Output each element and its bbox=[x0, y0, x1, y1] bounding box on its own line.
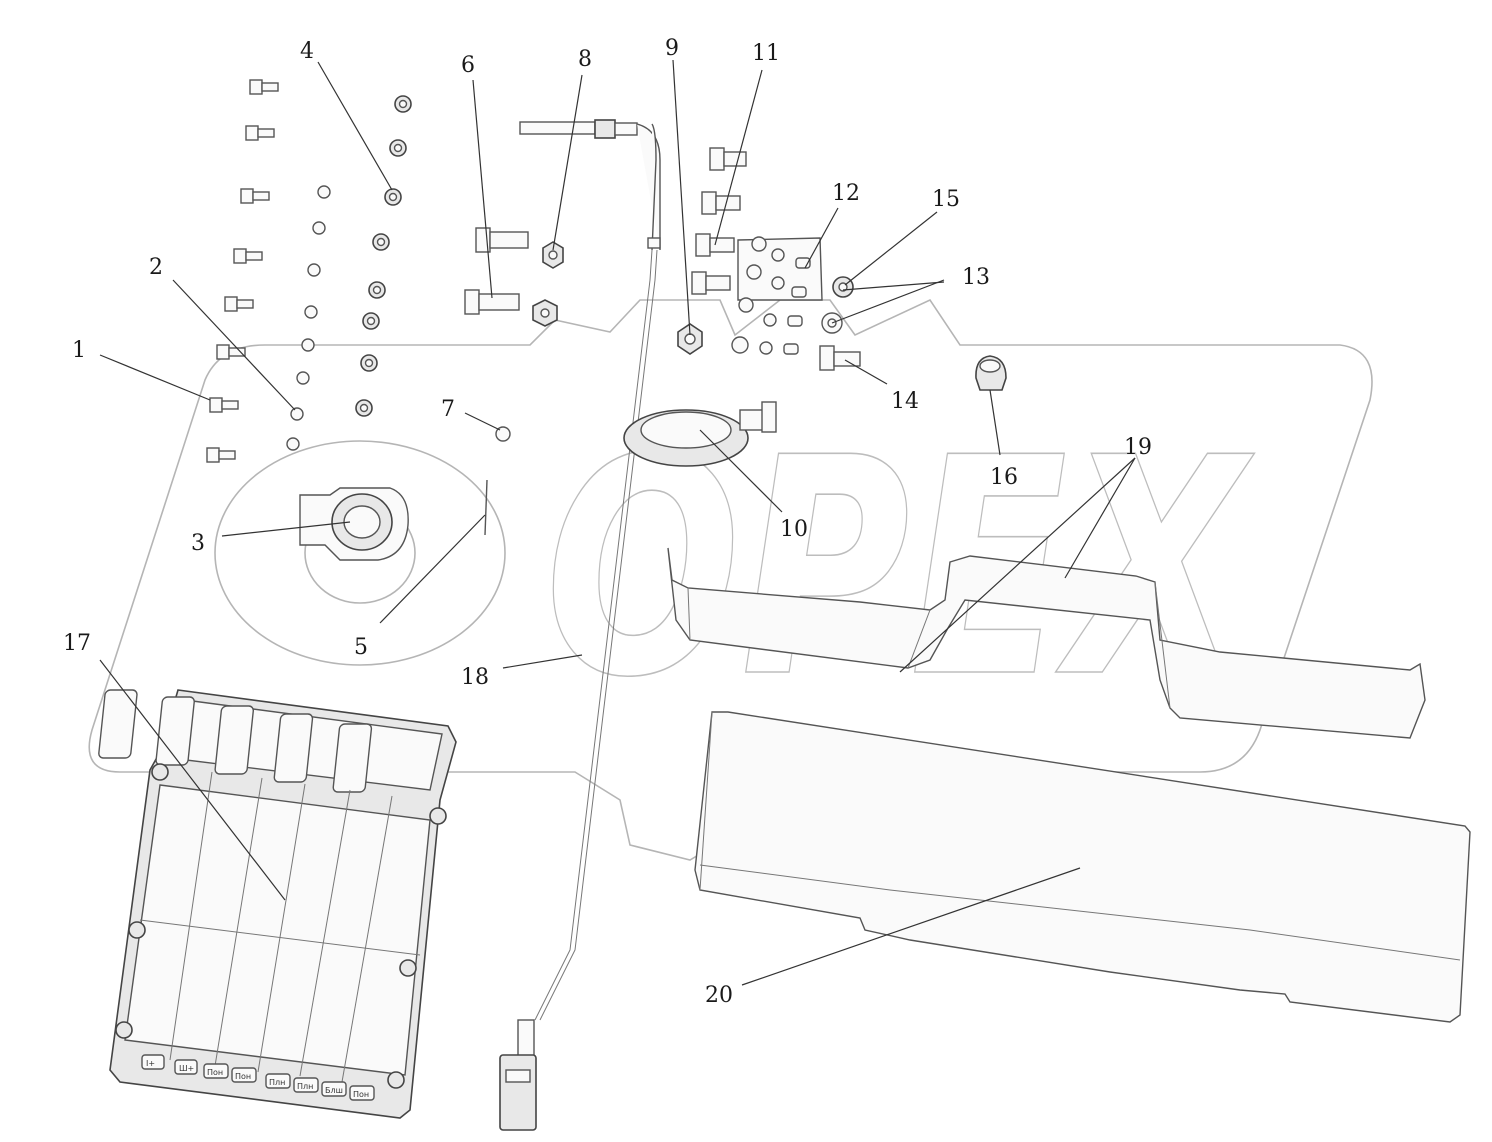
bolt bbox=[206, 447, 236, 463]
callout-7: 7 bbox=[441, 397, 455, 422]
callout-3: 3 bbox=[191, 531, 205, 556]
ecu-button-label: Блш bbox=[325, 1086, 343, 1095]
callout-6: 6 bbox=[461, 53, 475, 78]
callout-5: 5 bbox=[354, 635, 368, 660]
ecu-button-label: Плн bbox=[297, 1082, 313, 1091]
ecu-button-label: Плн bbox=[269, 1078, 285, 1087]
bolt bbox=[209, 397, 239, 413]
callout-13: 13 bbox=[962, 265, 990, 290]
cover-20 bbox=[694, 711, 1471, 1023]
bolt bbox=[245, 125, 275, 141]
ecu-button-label: Ш+ bbox=[179, 1064, 194, 1073]
bracket-19 bbox=[667, 547, 1426, 739]
ecu-17: I+ Ш+ Пон Пон Плн Плн Блш Пон bbox=[98, 689, 457, 1119]
bolt bbox=[216, 344, 246, 360]
bolt-group-left bbox=[206, 79, 279, 463]
callout-10: 10 bbox=[780, 517, 808, 542]
callout-16: 16 bbox=[990, 465, 1018, 490]
nut-9 bbox=[677, 323, 703, 355]
ecu-button-strip: I+ Ш+ Пон Пон Плн Плн Блш Пон bbox=[141, 1054, 375, 1101]
callout-labels: 1 2 3 4 5 6 7 8 9 10 11 12 13 14 15 16 1… bbox=[63, 36, 1152, 1008]
sensor-clamp bbox=[299, 487, 409, 561]
bolt-group-6 bbox=[464, 227, 529, 315]
bolt-14 bbox=[819, 345, 861, 371]
ecu-button-label: Пон bbox=[235, 1072, 251, 1081]
temperature-sensor-cable bbox=[499, 119, 661, 1131]
bracket-plate bbox=[737, 237, 823, 301]
bolt bbox=[233, 248, 263, 264]
callout-20: 20 bbox=[705, 983, 733, 1008]
nut-15 bbox=[832, 276, 854, 298]
callout-15: 15 bbox=[932, 187, 960, 212]
callout-18: 18 bbox=[461, 665, 489, 690]
leader-lines bbox=[99, 59, 1136, 986]
small-parts-group bbox=[731, 236, 811, 355]
callout-1: 1 bbox=[72, 338, 86, 363]
callout-17: 17 bbox=[63, 631, 91, 656]
bolt bbox=[240, 188, 270, 204]
callout-14: 14 bbox=[891, 389, 919, 414]
watermark-ring bbox=[214, 440, 506, 666]
bolt bbox=[224, 296, 254, 312]
callout-9: 9 bbox=[665, 36, 679, 61]
bolt-group-11 bbox=[691, 147, 747, 295]
callout-12: 12 bbox=[832, 181, 860, 206]
nut-group bbox=[355, 95, 412, 417]
bolt bbox=[249, 79, 279, 95]
callout-2: 2 bbox=[149, 255, 163, 280]
small-washer bbox=[495, 426, 511, 442]
callout-4: 4 bbox=[300, 39, 314, 64]
ecu-button-label: Пон bbox=[353, 1090, 369, 1099]
ecu-button-label: Пон bbox=[207, 1068, 223, 1077]
pin bbox=[484, 479, 488, 536]
callout-8: 8 bbox=[578, 47, 592, 72]
callout-11: 11 bbox=[752, 41, 780, 66]
cap-16 bbox=[975, 355, 1007, 391]
washer-group bbox=[286, 185, 331, 451]
callout-19: 19 bbox=[1124, 435, 1152, 460]
nut-group-8 bbox=[532, 241, 564, 327]
watermark-gear bbox=[88, 298, 1373, 871]
ecu-button-label: I+ bbox=[146, 1059, 155, 1068]
